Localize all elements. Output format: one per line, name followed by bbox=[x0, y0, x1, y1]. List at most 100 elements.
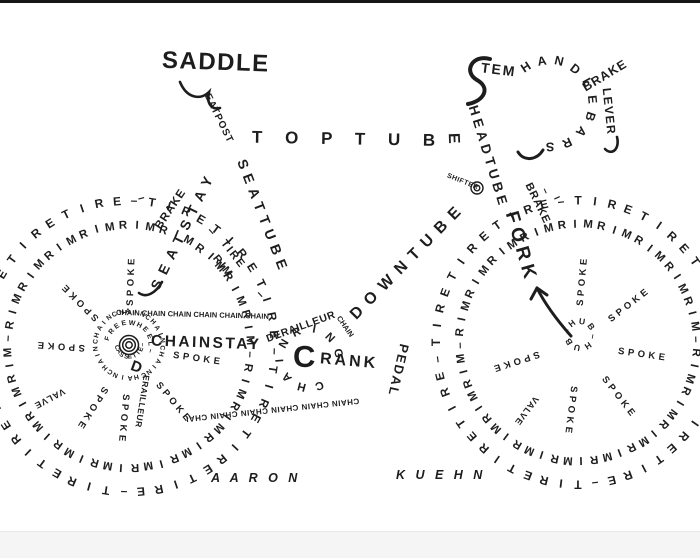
rear-rim-ring-letter: R bbox=[16, 280, 31, 294]
front-hub-ring-letter: – bbox=[588, 333, 599, 341]
toptube-label: T O P T U B bbox=[251, 127, 445, 151]
front-tire-ring-letter: T bbox=[444, 269, 461, 283]
handlebars-label-letter: N bbox=[553, 53, 566, 70]
rear-tire-ring-letter: I bbox=[262, 382, 277, 390]
signature-first-name: A A R O N bbox=[211, 471, 301, 485]
hub-chain-ring-letter: I bbox=[121, 373, 125, 381]
front-rim-ring-letter: R bbox=[463, 287, 478, 301]
front-tire-ring-letter: E bbox=[437, 285, 454, 299]
rear-rim-ring-letter: I bbox=[42, 430, 54, 442]
chain-wrap: CHAIN bbox=[334, 314, 356, 339]
rear-tire-ring-letter: R bbox=[213, 450, 230, 468]
rear-tire-ring-letter: E bbox=[136, 484, 146, 500]
rear-rim-ring-letter: M bbox=[179, 444, 194, 461]
front-rim-ring-letter: M bbox=[664, 406, 680, 422]
front-rim-ring-letter: – bbox=[689, 336, 700, 343]
hub-spiral bbox=[121, 337, 137, 353]
front-rim-ring-letter: R bbox=[589, 452, 599, 466]
front-spoke-label: SPOKE bbox=[599, 374, 640, 421]
rear-tire-ring-letter: T bbox=[4, 252, 20, 267]
front-tire-ring-letter: E bbox=[538, 196, 550, 213]
rear-rim-ring-letter: R bbox=[3, 320, 17, 331]
front-rim-ring-letter: R bbox=[625, 440, 639, 455]
handlebars-label-letter: A bbox=[536, 53, 548, 69]
rear-tire-ring-letter: I bbox=[78, 200, 87, 216]
front-hub-ring-letter: U bbox=[573, 342, 582, 354]
front-rim-ring-letter: I bbox=[673, 398, 686, 408]
rear-spoke-label: SPOKE bbox=[57, 279, 102, 324]
headtube-label: HEADTUBE bbox=[465, 103, 512, 211]
rear-tire-ring-letter: – bbox=[267, 348, 283, 356]
hub-chain-ring-letter: N bbox=[112, 370, 120, 380]
hub-chain-ring-letter: A bbox=[152, 323, 162, 332]
front-hub-ring-letter: B bbox=[585, 321, 597, 332]
front-tire-ring-letter: – bbox=[429, 355, 445, 364]
rear-tire-ring-letter: T bbox=[238, 426, 254, 441]
rear-tire-ring-letter: T bbox=[209, 221, 224, 238]
hub-chain-ring-letter: N bbox=[157, 337, 166, 344]
front-rim-ring-letter: R bbox=[631, 233, 645, 249]
hub-chain-ring-letter: H bbox=[156, 350, 165, 358]
front-rim-ring-letter: M bbox=[465, 388, 481, 404]
rear-rim-ring-letter: R bbox=[192, 241, 207, 256]
front-rim-ring-letter: R bbox=[678, 384, 693, 398]
freewheel-ring-letter: – bbox=[145, 348, 154, 354]
hub-chain-ring-letter: I bbox=[150, 363, 158, 370]
front-rim-ring-letter: I bbox=[687, 363, 700, 369]
rear-spoke-label: SPOKE bbox=[153, 379, 195, 426]
rear-rim-ring-letter: I bbox=[229, 284, 242, 293]
front-hub-ring-letter: B bbox=[562, 336, 575, 348]
rear-spoke-label: SPOKE bbox=[124, 255, 138, 307]
rear-rim-ring-letter: M bbox=[103, 220, 116, 234]
rear-tire-ring-letter: – bbox=[130, 193, 138, 208]
front-rim-ring-letter: M bbox=[682, 372, 698, 386]
rear-derailleur-label: ERAILLEUR bbox=[133, 374, 152, 429]
rear-rim-ring-letter: I bbox=[193, 439, 203, 452]
front-spoke-label: SPOKE bbox=[617, 345, 670, 364]
crank-letter-c: C bbox=[293, 338, 316, 374]
rear-rim-ring-letter: R bbox=[42, 248, 57, 264]
freewheel-ring-letter: E bbox=[140, 325, 149, 335]
rear-tire-ring-letter: R bbox=[8, 431, 25, 447]
rear-tire-ring-letter: R bbox=[93, 195, 105, 212]
rear-rim-ring-letter: I bbox=[134, 219, 139, 232]
brake-lever-hook bbox=[603, 135, 619, 154]
front-tire-ring-letter: R bbox=[664, 227, 681, 245]
front-rim-ring-letter: M bbox=[458, 299, 474, 313]
rear-rim-ring-letter: M bbox=[62, 444, 77, 460]
front-tire-ring-letter: I bbox=[688, 417, 700, 429]
rear-tire-ring-letter: R bbox=[153, 481, 165, 498]
hub-spiral bbox=[125, 341, 133, 349]
front-tire-ring-letter: E bbox=[676, 240, 693, 256]
hub-chain-ring-letter: N bbox=[92, 345, 101, 352]
rear-tire-ring-letter: T bbox=[185, 470, 199, 486]
front-tire-ring-letter: I bbox=[639, 461, 649, 476]
front-hub-ring-letter: U bbox=[578, 315, 586, 327]
rear-spoke-label: SPOKE bbox=[172, 349, 225, 368]
front-rim-ring-letter: I bbox=[648, 427, 659, 439]
rear-spoke-label: SPOKE bbox=[115, 393, 132, 446]
front-tire-ring-letter: E bbox=[606, 472, 618, 489]
front-hub-ring-letter: – bbox=[561, 327, 573, 335]
front-rim-ring-letter: M bbox=[542, 221, 556, 236]
front-rim-ring-letter: M bbox=[476, 263, 492, 279]
front-tire-ring-letter: T bbox=[429, 338, 443, 347]
rear-rim-ring-letter: M bbox=[64, 232, 79, 248]
rear-tire-ring-letter: T bbox=[34, 455, 49, 472]
rear-rim-ring-letter: M bbox=[243, 335, 256, 346]
shifter-label: SHIFTER bbox=[445, 172, 480, 192]
rear-tire-ring-letter: E bbox=[0, 266, 11, 281]
chain-bottom-run: CHAIN CHAIN CHAIN CHAIN CHAIN CHAI bbox=[185, 396, 360, 424]
stem-label: TEM bbox=[480, 59, 518, 80]
rear-rim-ring-letter: – bbox=[2, 335, 15, 343]
front-tire-ring-letter: E bbox=[622, 201, 635, 218]
front-tire-ring-letter: I bbox=[491, 452, 503, 466]
freewheel-ring-letter: F bbox=[104, 335, 113, 342]
handlebars-label-letter: D bbox=[567, 60, 584, 78]
front-tire-ring-letter: – bbox=[590, 476, 600, 491]
hub-chain-ring-letter: A bbox=[95, 324, 105, 333]
rear-rim-ring-letter: R bbox=[77, 227, 90, 242]
pedal-label: PEDAL bbox=[385, 342, 412, 399]
front-brake-tick: – bbox=[538, 186, 552, 196]
seatpost-label: EATPOST bbox=[201, 92, 236, 146]
